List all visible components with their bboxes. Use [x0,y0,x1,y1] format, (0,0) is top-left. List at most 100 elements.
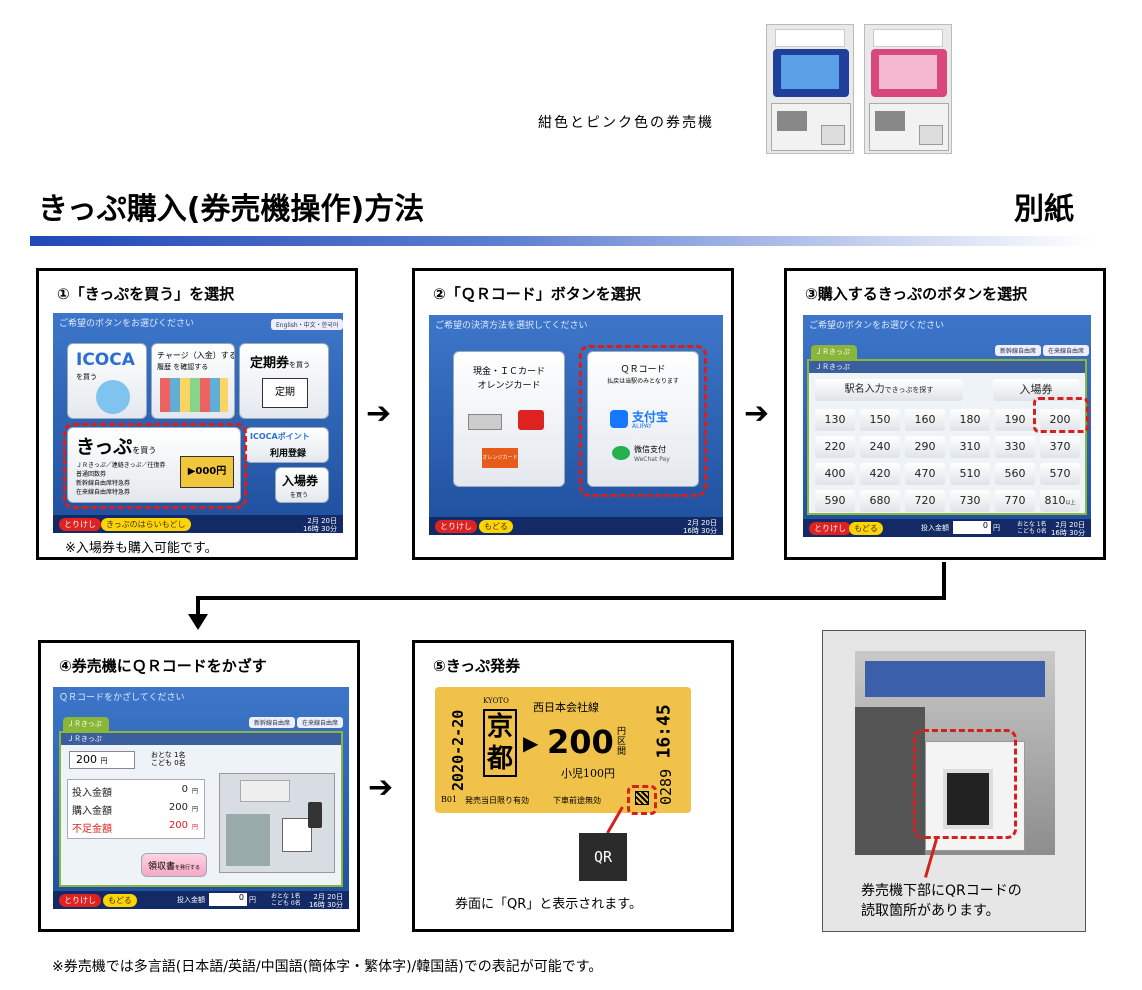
wechat-pay-icon [612,446,630,460]
fare-button-220[interactable]: 220 [815,436,855,458]
ticket-station-en: KYOTO [483,697,509,705]
ticket-time: 16:45 [653,704,675,759]
ic-cards-icon [160,378,228,412]
step1-screen: ご希望のボタンをお選びください English・中文・한국어 ICOCA を買う… [53,313,343,533]
step4-panel: ④券売機にＱＲコードをかざす ＱＲコードをかざしてください 新幹線自由席 在来線… [38,640,360,932]
back-button[interactable]: もどる [103,894,137,907]
step1-note: ※入場券も購入可能です。 [65,541,218,556]
cancel-button[interactable]: とりけし [59,894,101,907]
qr-code-button[interactable]: ＱＲコード 払戻は当駅のみとなります 支付宝 ALIPAY 微信支付 WeCha… [587,351,699,487]
fare-button-150[interactable]: 150 [860,409,900,431]
fare-button-590[interactable]: 590 [815,490,855,512]
fare-button-130[interactable]: 130 [815,409,855,431]
machine-photos [766,24,952,156]
inserted-amount: 0 [209,893,247,906]
fare-button-420[interactable]: 420 [860,463,900,485]
page-title: きっぷ購入(券売機操作)方法 [38,192,425,227]
fare-button-200[interactable]: 200 [1040,409,1080,431]
machine-caption: 紺色とピンク色の券売機 [538,115,714,131]
connector-line [196,596,200,618]
screen-header: ご希望の決済方法を選択してください [435,321,588,331]
cash-icon [468,414,502,430]
kippu-button[interactable]: きっぷを買う ＪＲきっぷ／連絡きっぷ／往復券 普通回数券 新幹線自由席特急券 在… [67,427,241,503]
fare-button-400[interactable]: 400 [815,463,855,485]
alipay-icon [610,410,628,428]
step4-title: ④券売機にＱＲコードをかざす [59,657,267,675]
fare-button-570[interactable]: 570 [1040,463,1080,485]
arrow-down-icon [188,614,208,630]
step3-screen: ご希望のボタンをお選びください 新幹線自由席 在来線自由席 ＪＲきっぷ ＪＲきっ… [803,315,1091,537]
cancel-button[interactable]: とりけし [435,520,477,533]
inserted-amount: 0 [953,521,991,534]
icoca-button[interactable]: ICOCA を買う [67,343,147,419]
arrow-right-icon: ➔ [368,770,394,805]
fare-button-330[interactable]: 330 [995,436,1035,458]
title-underline [30,236,1094,246]
fare-button-190[interactable]: 190 [995,409,1035,431]
fare-button-560[interactable]: 560 [995,463,1035,485]
charge-button[interactable]: チャージ（入金）する 履歴 を確認する [151,343,235,419]
qr-reader-window-icon [943,769,993,829]
fare-button-180[interactable]: 180 [950,409,990,431]
fare-button-160[interactable]: 160 [905,409,945,431]
back-button[interactable]: もどる [849,522,883,535]
fare-button-770[interactable]: 770 [995,490,1035,512]
language-button[interactable]: English・中文・한국어 [271,319,343,330]
teiki-button[interactable]: 定期券を買う 定期 [239,343,329,419]
station-search-button[interactable]: 駅名入力できっぷを探す [815,379,963,401]
fare-button-240[interactable]: 240 [860,436,900,458]
fare-button-310[interactable]: 310 [950,436,990,458]
fare-button-720[interactable]: 720 [905,490,945,512]
screen-header: ご希望のボタンをお選びください [59,319,195,329]
qr-reader-illustration [219,773,335,873]
ticket-qr-mark-icon [635,791,649,805]
refund-button[interactable]: きっぷのはらいもどし [101,518,191,531]
reader-photo-panel: 券売機下部にQRコードの 読取箇所があります。 [822,630,1086,932]
ticket-image: 2020-2-20 KYOTO 京都 西日本会社線 ▶ 200 円区間 小児10… [435,687,691,813]
nyujo-button[interactable]: 入場券 を買う [275,467,329,503]
nyujo-button[interactable]: 入場券 [993,379,1079,401]
receipt-button[interactable]: 領収書を発行する [141,853,207,877]
step3-panel: ③購入するきっぷのボタンを選択 ご希望のボタンをお選びください 新幹線自由席 在… [784,268,1106,560]
summary-panel: ＪＲきっぷ 200 円 おとな 1名こども 0名 投入金額 0 円 購入金額 2… [59,731,343,887]
phone-icon [308,802,322,828]
fare-above-suffix: 以上 [1065,500,1076,506]
pink-machine-image [864,24,952,154]
icoca-logo: ICOCA [76,350,135,370]
jr-tab[interactable]: ＪＲきっぷ [811,345,857,359]
footnote: ※券売機では多言語(日本語/英語/中国語(簡体字・繁体字)/韓国語)での表記が可… [52,959,603,975]
jr-tab[interactable]: ＪＲきっぷ [63,717,109,731]
cash-ic-button[interactable]: 現金・ＩＣカード オレンジカード オレンジカード [453,351,565,487]
fare-button-290[interactable]: 290 [905,436,945,458]
fare-200-highlight [1033,397,1089,433]
cancel-button[interactable]: とりけし [809,522,851,535]
ticket-date: 2020-2-20 [449,709,467,791]
appendix-badge: 別紙 [1014,192,1074,227]
ticket-price: 200 [547,723,614,761]
fare-button-810[interactable]: 810以上 [1040,490,1080,512]
connector-line [942,562,946,600]
fare-button-470[interactable]: 470 [905,463,945,485]
cancel-button[interactable]: とりけし [59,518,101,531]
reader-photo [855,651,1055,855]
step1-title: ①「きっぷを買う」を選択 [57,285,235,303]
icoca-point-button[interactable]: ICOCAポイント 利用登録 [245,427,329,463]
fare-button-510[interactable]: 510 [950,463,990,485]
ticket-company: 西日本会社線 [533,701,599,714]
selected-fare: 200 円 [69,751,135,769]
connector-line [196,596,946,600]
reader-highlight [913,729,1017,839]
back-button[interactable]: もどる [479,520,513,533]
fare-button-370[interactable]: 370 [1040,436,1080,458]
qr-badge: QR [579,833,627,881]
qr-mark-highlight [627,785,657,815]
fare-button-730[interactable]: 730 [950,490,990,512]
arrow-right-icon: ➔ [744,396,770,431]
step3-title: ③購入するきっぷのボタンを選択 [805,285,1028,303]
fare-button-680[interactable]: 680 [860,490,900,512]
ic-card-icon [518,410,544,430]
ticket-station-box: 京都 [483,709,517,777]
